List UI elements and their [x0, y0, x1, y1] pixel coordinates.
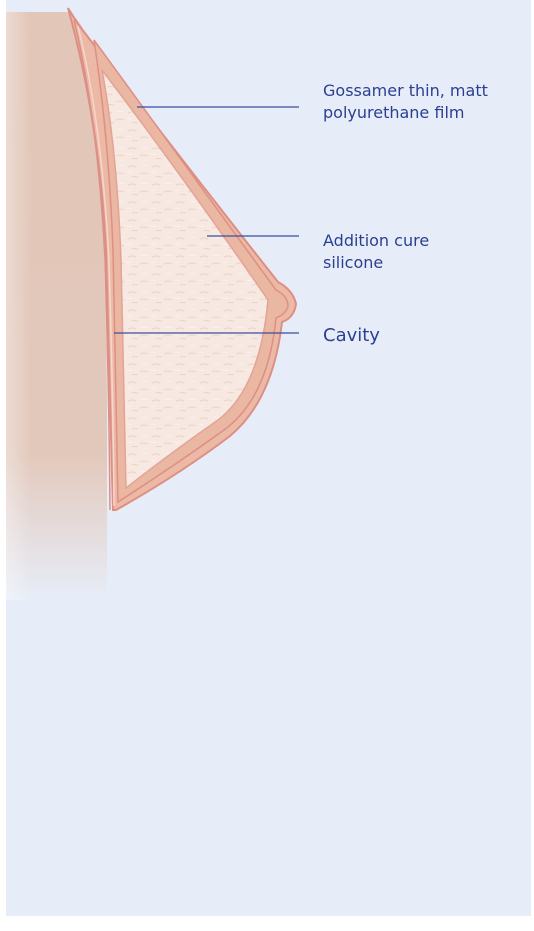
film-label-line1: Gossamer thin, matt: [323, 80, 488, 102]
silicone-label-line1: Addition cure: [323, 230, 429, 252]
diagram-panel: Gossamer thin, matt polyurethane film Ad…: [6, 0, 531, 916]
silicone-body: [102, 70, 268, 488]
film-label-line2: polyurethane film: [323, 102, 488, 124]
cavity-label: Cavity: [323, 324, 380, 348]
silicone-label-line2: silicone: [323, 252, 429, 274]
film-label: Gossamer thin, matt polyurethane film: [323, 80, 488, 124]
silicone-label: Addition cure silicone: [323, 230, 429, 274]
cavity-label-text: Cavity: [323, 324, 380, 348]
